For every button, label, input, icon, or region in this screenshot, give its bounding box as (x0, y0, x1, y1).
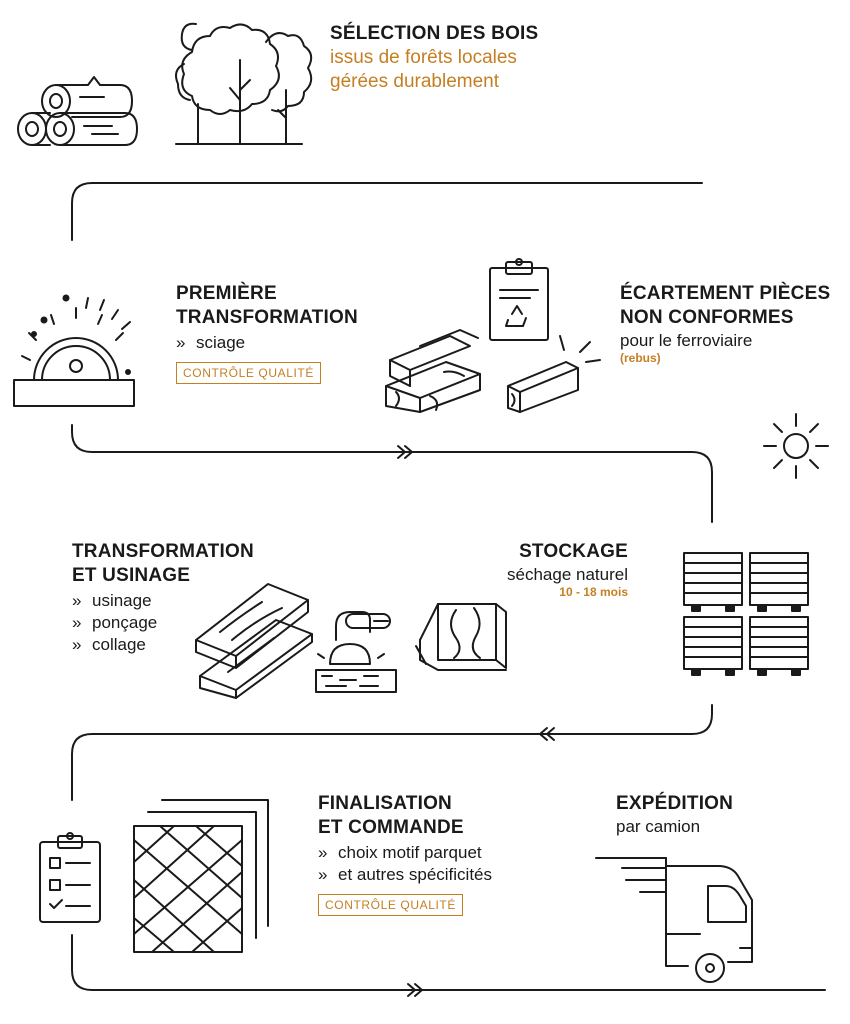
sun-icon (763, 413, 829, 479)
step-subtitle-line1: issus de forêts locales (330, 47, 517, 68)
clipboard-recycle-icon (489, 258, 549, 341)
drying-stack-icon (683, 552, 809, 676)
step-title-line1: PREMIÈRE (176, 283, 277, 304)
parquet-tiles-icon (133, 799, 269, 953)
checklist-clipboard-icon (39, 832, 101, 923)
bullet: » (72, 635, 82, 654)
bullet: » (318, 843, 328, 862)
list-item: » et autres spécificités (318, 864, 492, 886)
step-title: EXPÉDITION (616, 793, 734, 814)
step-items: » sciage (176, 332, 358, 354)
step-stockage: STOCKAGE séchage naturel 10 - 18 mois (440, 540, 628, 600)
step-finalisation: FINALISATION ET COMMANDE » choix motif pa… (318, 792, 492, 916)
step-title: STOCKAGE (519, 541, 628, 562)
item-label: choix motif parquet (338, 843, 482, 862)
flow-arrow-right-2 (407, 983, 423, 997)
bullet: » (72, 591, 82, 610)
step-expedition: EXPÉDITION par camion (616, 792, 733, 837)
item-label: sciage (196, 333, 246, 352)
step-title: SÉLECTION DES BOIS (330, 23, 539, 44)
step-ecartement: ÉCARTEMENT PIÈCES NON CONFORMES pour le … (620, 282, 830, 366)
circular-saw-icon (13, 294, 135, 407)
list-item: » usinage (72, 590, 254, 612)
step-items: » choix motif parquet » et autres spécific… (318, 842, 492, 886)
step-subtitle: pour le ferroviaire (620, 331, 753, 350)
item-label: ponçage (92, 613, 158, 632)
flow-arrow-left (539, 727, 555, 741)
step-title-line2: TRANSFORMATION (176, 307, 358, 328)
truck-icon (595, 857, 753, 983)
list-item: » sciage (176, 332, 358, 354)
sander-icon (315, 611, 397, 693)
logs-icon (17, 76, 138, 146)
item-label: et autres spécificités (338, 865, 493, 884)
bullet: » (318, 865, 328, 884)
step-note: (rebus) (620, 351, 661, 365)
step-items: » usinage » ponçage » collage (72, 590, 254, 656)
lumber-stack-icon (385, 329, 481, 413)
bullet: » (176, 333, 186, 352)
step-title-line1: ÉCARTEMENT PIÈCES (620, 283, 831, 304)
step-note: 10 - 18 mois (559, 585, 628, 599)
step-title-line2: ET COMMANDE (318, 817, 464, 838)
floor-board-icon (415, 603, 507, 671)
step-premiere-transformation: PREMIÈRE TRANSFORMATION » sciage CONTRÔLE… (176, 282, 358, 384)
step-subtitle: séchage naturel (507, 565, 628, 584)
step-title-line2: NON CONFORMES (620, 307, 794, 328)
list-item: » collage (72, 634, 254, 656)
item-label: usinage (92, 591, 152, 610)
bullet: » (72, 613, 82, 632)
forest-icon (175, 22, 313, 145)
rejected-beam-icon (507, 335, 601, 413)
step-transformation-usinage: TRANSFORMATION ET USINAGE » usinage » ponç… (72, 540, 254, 656)
quality-control-badge: CONTRÔLE QUALITÉ (176, 362, 321, 384)
planks-icon (195, 583, 313, 699)
step-title-line2: ET USINAGE (72, 565, 191, 586)
step-title-line1: TRANSFORMATION (72, 541, 254, 562)
step-selection: SÉLECTION DES BOIS issus de forêts local… (330, 22, 538, 94)
step-subtitle: par camion (616, 817, 701, 836)
item-label: collage (92, 635, 146, 654)
list-item: » ponçage (72, 612, 254, 634)
flow-path (71, 182, 826, 991)
flow-arrow-right-1 (397, 445, 413, 459)
step-title-line1: FINALISATION (318, 793, 452, 814)
list-item: » choix motif parquet (318, 842, 492, 864)
step-subtitle-line2: gérées durablement (330, 71, 499, 92)
quality-control-badge: CONTRÔLE QUALITÉ (318, 894, 463, 916)
